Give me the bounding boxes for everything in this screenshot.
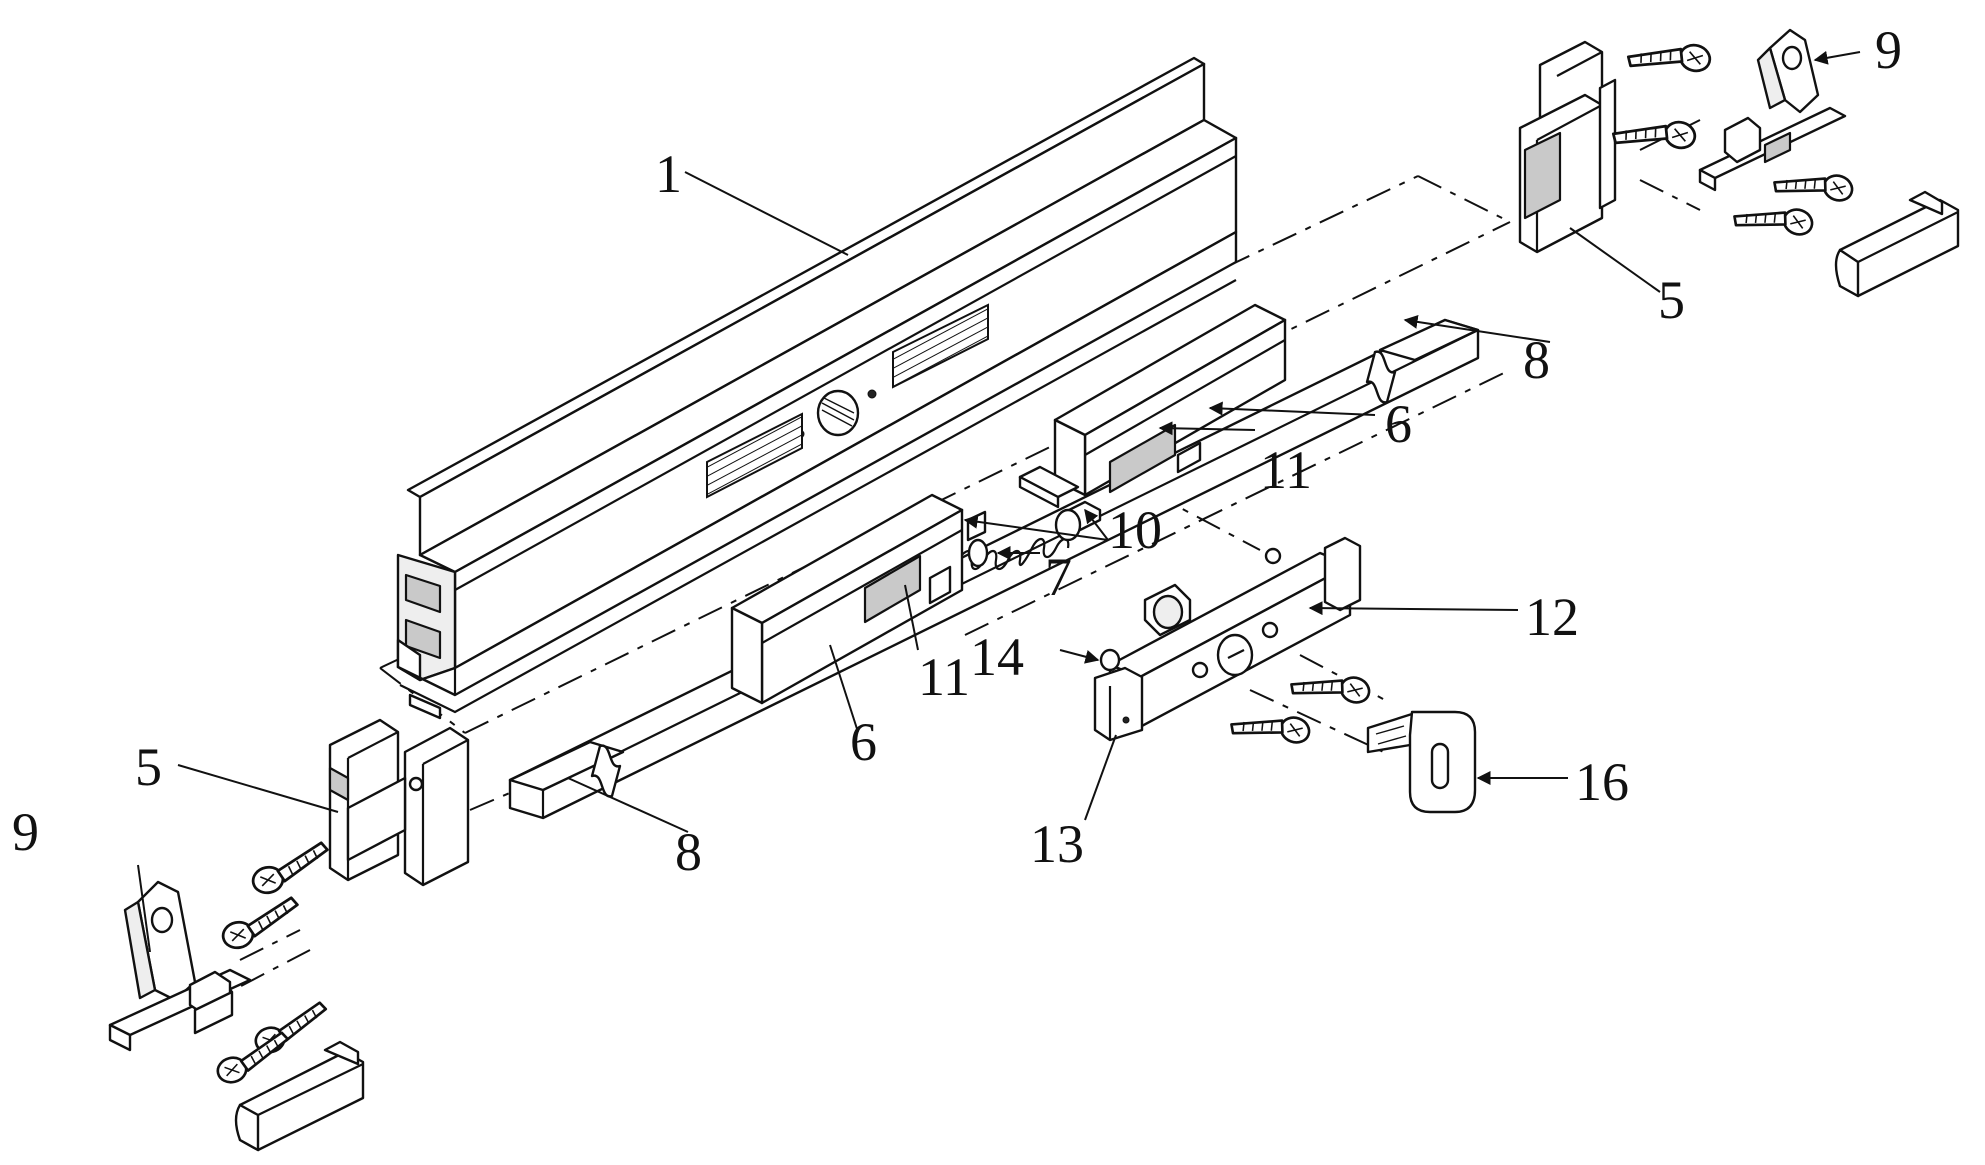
label-part-5-left: 5	[135, 737, 162, 797]
label-part-12: 12	[1525, 587, 1579, 647]
label-part-16: 16	[1575, 752, 1629, 812]
end-housing-right	[1520, 42, 1615, 252]
label-part-6-left: 6	[850, 712, 877, 772]
label-part-1: 1	[655, 144, 682, 204]
label-part-5-right: 5	[1658, 270, 1685, 330]
label-part-11-left: 11	[918, 647, 970, 707]
lock-screws	[1229, 658, 1373, 758]
label-part-9-right: 9	[1875, 20, 1902, 80]
cylinder-hole	[818, 391, 858, 435]
end-cap-right	[1836, 192, 1958, 296]
label-part-9-left: 9	[12, 802, 39, 862]
label-part-8-right: 8	[1523, 330, 1550, 390]
bracket-screws-right	[1732, 156, 1856, 250]
label-part-8-left: 8	[675, 822, 702, 882]
part-labels: 1 9 5 8 6 11 10 7 12 14 11 6 16 13 5 9 8	[12, 20, 1902, 882]
label-part-10: 10	[1108, 500, 1162, 560]
lock-body	[1095, 538, 1360, 740]
key	[1368, 712, 1475, 812]
label-part-7: 7	[1045, 547, 1072, 607]
end-housing-left	[330, 720, 468, 885]
bracket-right	[1700, 30, 1845, 190]
label-part-6-right: 6	[1385, 394, 1412, 454]
bracket-left	[110, 882, 250, 1050]
label-part-11-right: 11	[1260, 440, 1312, 500]
label-part-13: 13	[1030, 814, 1084, 874]
label-part-14: 14	[970, 627, 1024, 687]
